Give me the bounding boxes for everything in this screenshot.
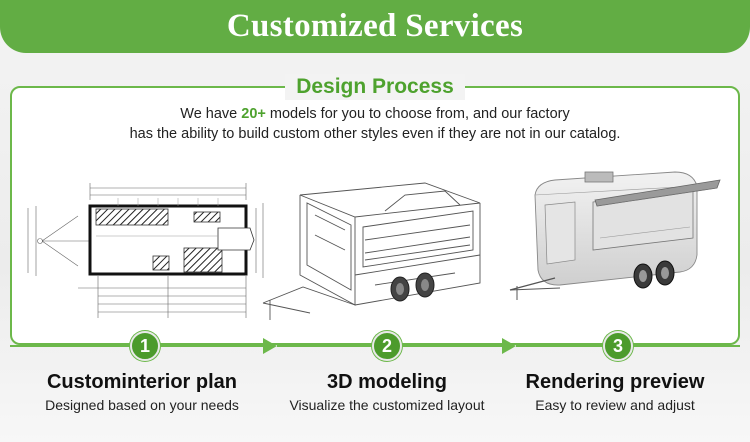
step-title-2: 3D modeling xyxy=(326,371,447,393)
step-title-3: Rendering preview xyxy=(525,371,705,393)
page-title: Customized Services xyxy=(226,8,524,44)
steps-line-left xyxy=(10,345,130,347)
intro-line-2: has the ability to build custom other st… xyxy=(129,126,621,142)
model-count-highlight: 20+ xyxy=(241,106,266,122)
step-title-1: Custominterior plan xyxy=(46,371,237,393)
rendered-trailer-drawing xyxy=(509,171,721,300)
step-arrow-icon xyxy=(502,338,516,354)
step-description-1: Designed based on your needs xyxy=(45,397,239,413)
steps-line-mid-1 xyxy=(160,345,263,347)
section-title: Design Process xyxy=(285,74,465,100)
step-number-2: 2 xyxy=(372,331,402,361)
floor-plan-drawing xyxy=(27,183,264,318)
step-description-2: Visualize the customized layout xyxy=(289,397,485,413)
header-banner: Customized Services xyxy=(0,0,750,53)
steps-line-right xyxy=(633,345,740,347)
intro-line-1: We have 20+ models for you to choose fro… xyxy=(180,106,570,122)
steps-line-mid-3 xyxy=(402,345,502,347)
wireframe-trailer-drawing xyxy=(262,182,481,320)
step-description-3: Easy to review and adjust xyxy=(535,397,695,413)
step-number-1: 1 xyxy=(130,331,160,361)
step-arrow-icon xyxy=(263,338,277,354)
intro-text: We have 20+ models for you to choose fro… xyxy=(40,104,710,144)
steps-line-mid-2 xyxy=(277,345,372,347)
steps-line-mid-4 xyxy=(516,345,603,347)
step-number-3: 3 xyxy=(603,331,633,361)
